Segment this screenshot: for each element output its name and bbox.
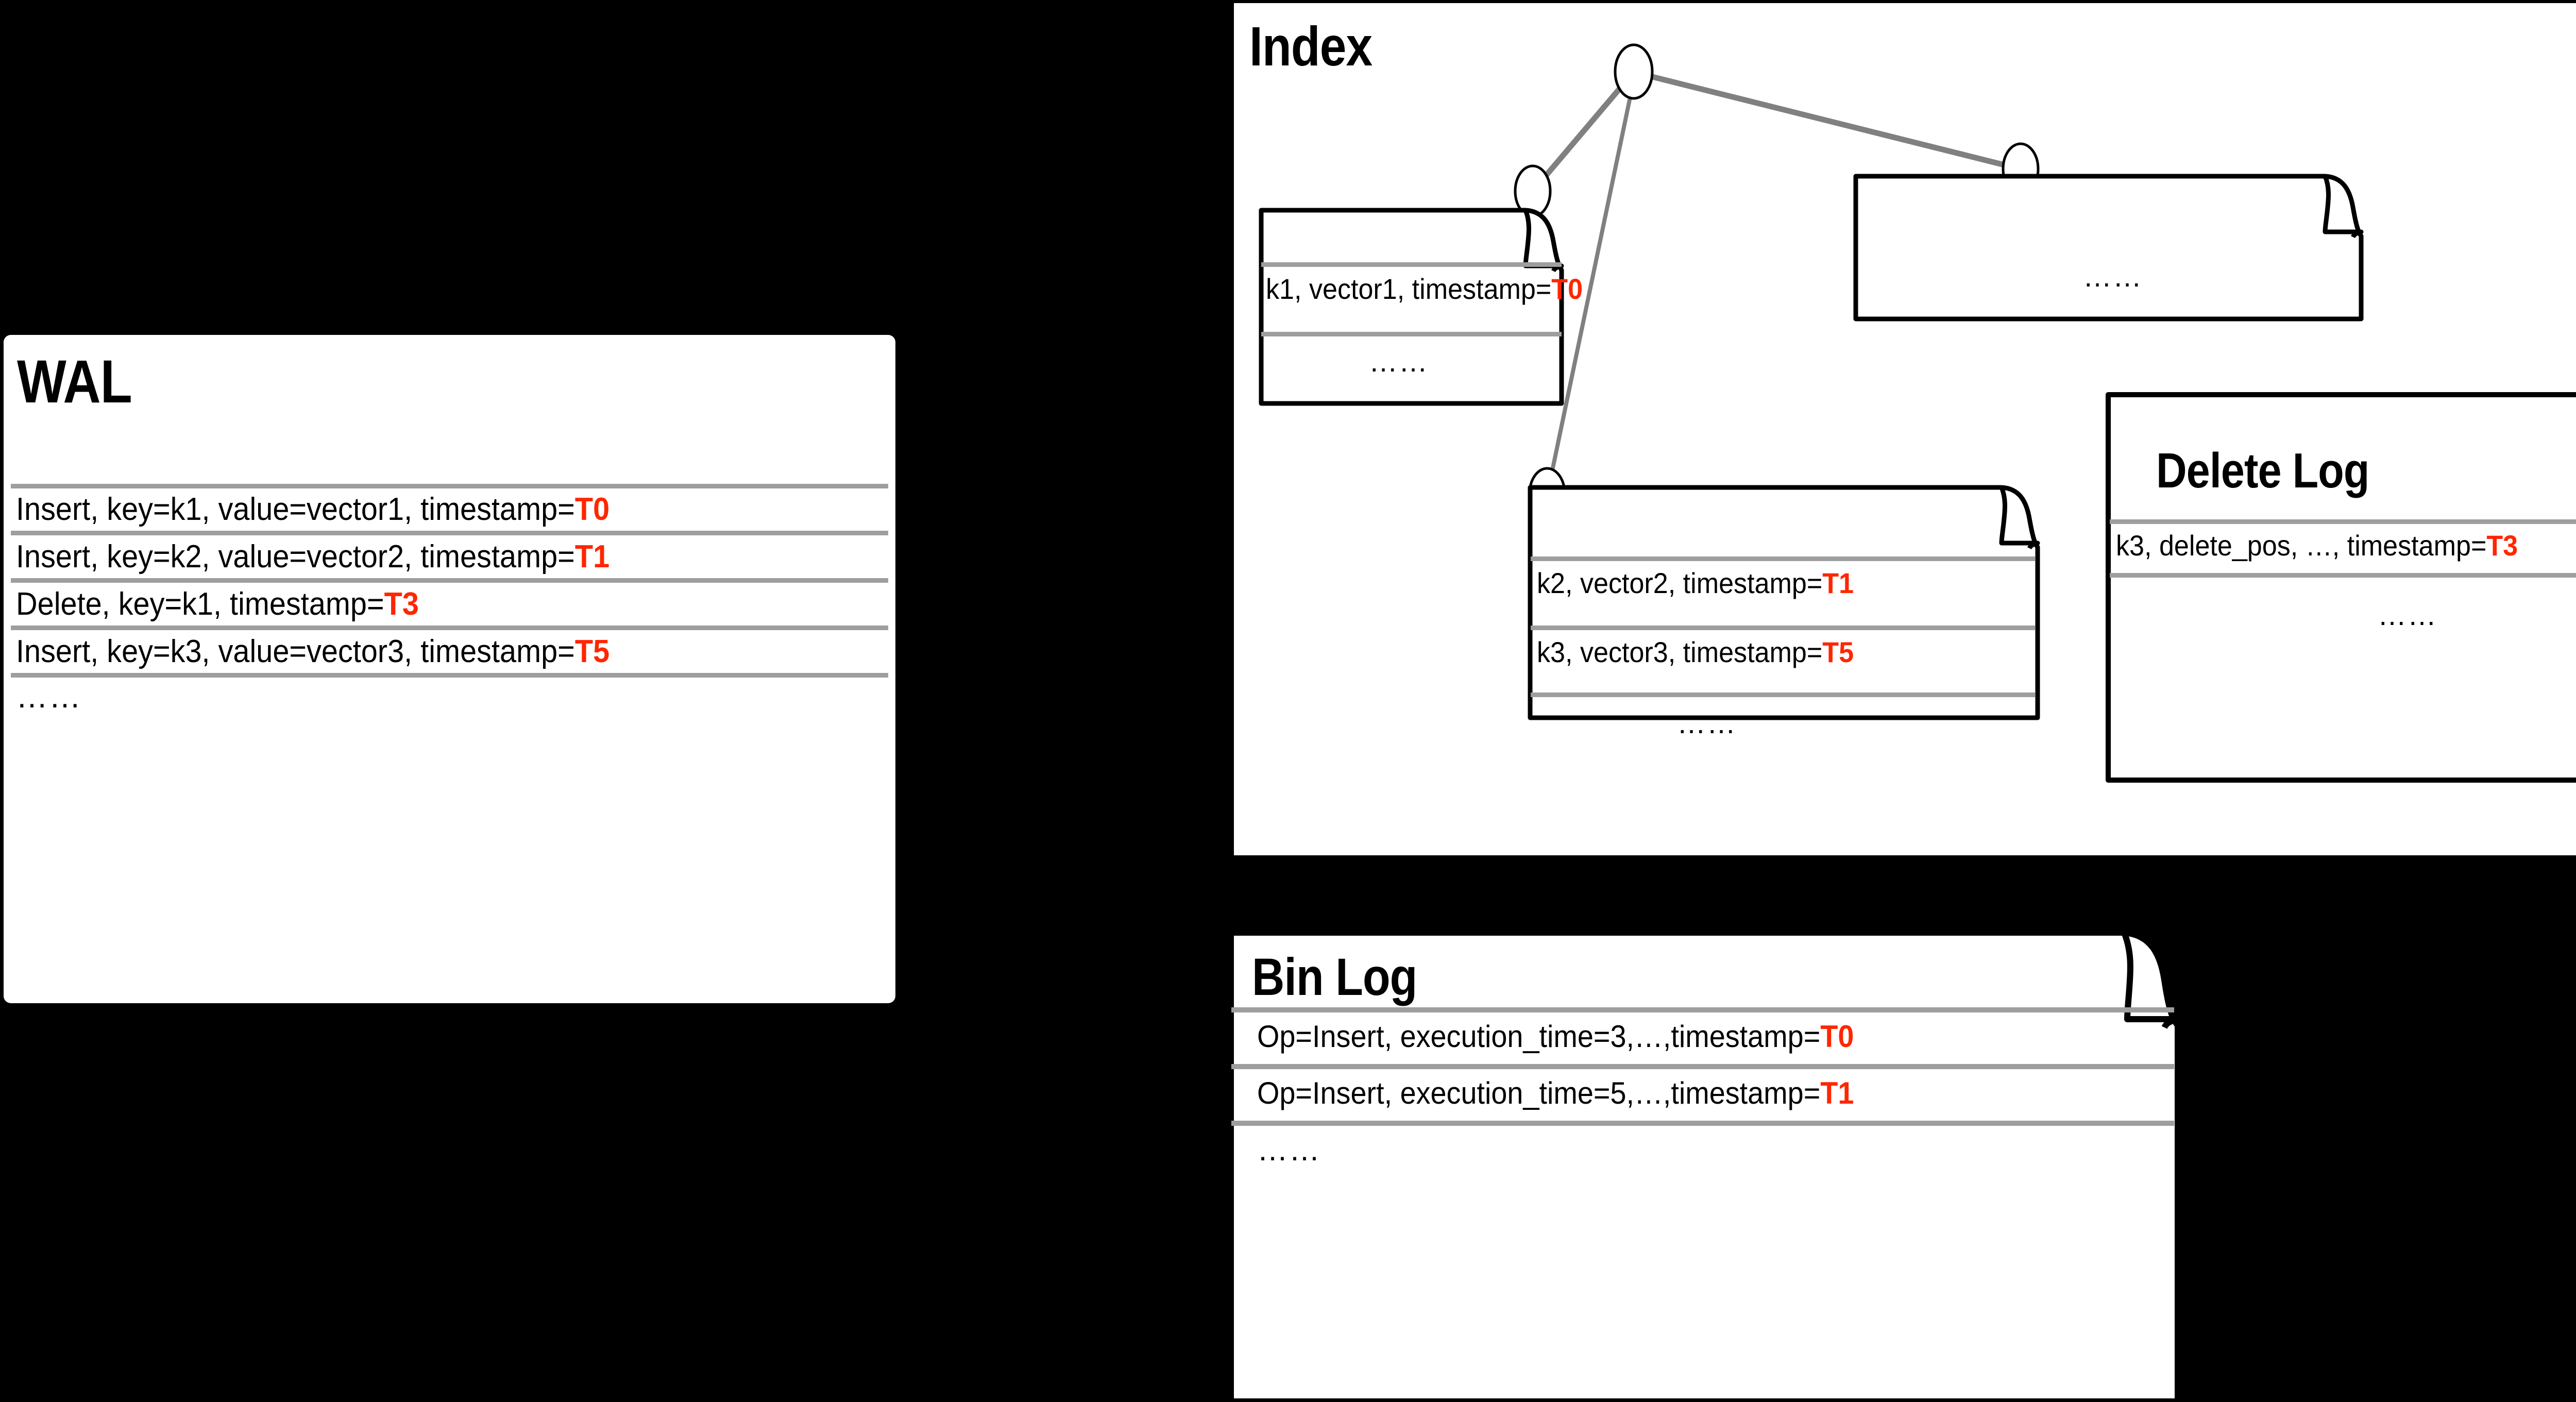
index-leaf-k1-doc — [1259, 208, 1564, 406]
index-leaf-k2k3-row-0: k2, vector2, timestamp=T1 — [1537, 569, 1854, 598]
index-leaf-k2k3-ellipsis: …… — [1677, 707, 1737, 739]
wal-divider-3 — [11, 626, 888, 630]
delete-log-row-0-timestamp: T3 — [2486, 529, 2518, 562]
delete-log-doc — [2106, 392, 2576, 783]
wal-row-1: Insert, key=k2, value=vector2, timestamp… — [16, 541, 609, 573]
wal-divider-0 — [11, 484, 888, 488]
index-leaf-k1-row-0-timestamp: T0 — [1551, 273, 1583, 305]
wal-row-3-text: Insert, key=k3, value=vector3, timestamp… — [16, 634, 575, 669]
wal-row-0-timestamp: T0 — [574, 492, 610, 527]
wal-divider-2 — [11, 578, 888, 583]
delete-log-row-0: k3, delete_pos, …, timestamp=T3 — [2116, 531, 2518, 560]
delete-log-title: Delete Log — [2156, 443, 2369, 498]
bin-log-row-1: Op=Insert, execution_time=5,…,timestamp=… — [1257, 1078, 1854, 1109]
wal-row-2: Delete, key=k1, timestamp=T3 — [16, 588, 419, 620]
bin-log-row-1-timestamp: T1 — [1820, 1076, 1854, 1110]
delete-log-divider-1 — [2110, 573, 2576, 578]
index-leaf-k2k3-row-0-timestamp: T1 — [1822, 567, 1854, 599]
wal-row-3-timestamp: T5 — [574, 634, 610, 669]
index-leaf-right-doc — [1853, 174, 2364, 322]
bin-log-doc — [1228, 930, 2181, 1402]
wal-row-2-timestamp: T3 — [384, 586, 419, 622]
delete-log-ellipsis: …… — [2378, 599, 2437, 631]
wal-divider-1 — [11, 531, 888, 535]
bin-log-row-0-timestamp: T0 — [1820, 1019, 1854, 1054]
bin-log-ellipsis: …… — [1257, 1133, 1321, 1167]
index-leaf-k2k3-row-1: k3, vector3, timestamp=T5 — [1537, 638, 1854, 667]
index-leaf-k2k3-row-1-timestamp: T5 — [1822, 636, 1854, 668]
index-leaf-k1-row-0: k1, vector1, timestamp=T0 — [1266, 275, 1583, 303]
index-tree-edges — [1530, 70, 2022, 496]
bin-log-divider-2 — [1231, 1121, 2174, 1126]
index-leaf-k2k3-divider-0 — [1531, 556, 2035, 561]
index-leaf-k1-divider-1 — [1261, 332, 1562, 336]
bin-log-row-0-text: Op=Insert, execution_time=3,…,timestamp= — [1257, 1019, 1821, 1054]
index-title: Index — [1249, 15, 1372, 77]
wal-panel: WAL Insert, key=k1, value=vector1, times… — [4, 335, 895, 1003]
wal-row-0-text: Insert, key=k1, value=vector1, timestamp… — [16, 492, 575, 527]
index-leaf-k2k3-divider-2 — [1531, 692, 2035, 697]
wal-row-1-text: Insert, key=k2, value=vector2, timestamp… — [16, 539, 575, 575]
wal-divider-4 — [11, 673, 888, 678]
bin-log-row-0: Op=Insert, execution_time=3,…,timestamp=… — [1257, 1021, 1854, 1052]
index-leaf-k1-ellipsis: …… — [1369, 345, 1429, 378]
wal-row-2-text: Delete, key=k1, timestamp= — [16, 586, 384, 622]
index-panel: Index k1, vecto — [1234, 3, 2576, 855]
wal-ellipsis: …… — [16, 679, 82, 715]
bin-log-divider-0 — [1231, 1007, 2174, 1012]
delete-log-row-0-text: k3, delete_pos, …, timestamp= — [2116, 529, 2487, 562]
index-leaf-k1-row-0-text: k1, vector1, timestamp= — [1266, 273, 1552, 305]
wal-row-3: Insert, key=k3, value=vector3, timestamp… — [16, 636, 609, 668]
index-leaf-k2k3-divider-1 — [1531, 626, 2035, 630]
index-leaf-k2k3-row-1-text: k3, vector3, timestamp= — [1537, 636, 1823, 668]
bin-log-divider-1 — [1231, 1064, 2174, 1069]
wal-row-0: Insert, key=k1, value=vector1, timestamp… — [16, 494, 609, 526]
index-leaf-k2k3-doc — [1528, 485, 2040, 720]
index-node-root[interactable] — [1613, 43, 1654, 100]
index-leaf-k1-divider-0 — [1261, 262, 1562, 267]
index-leaf-k2k3-row-0-text: k2, vector2, timestamp= — [1537, 567, 1823, 599]
wal-title: WAL — [17, 348, 132, 416]
index-leaf-right-ellipsis: …… — [2083, 260, 2143, 293]
bin-log-row-1-text: Op=Insert, execution_time=5,…,timestamp= — [1257, 1076, 1821, 1110]
wal-row-1-timestamp: T1 — [574, 539, 610, 575]
delete-log-divider-0 — [2110, 519, 2576, 524]
bin-log-title: Bin Log — [1252, 948, 1417, 1006]
